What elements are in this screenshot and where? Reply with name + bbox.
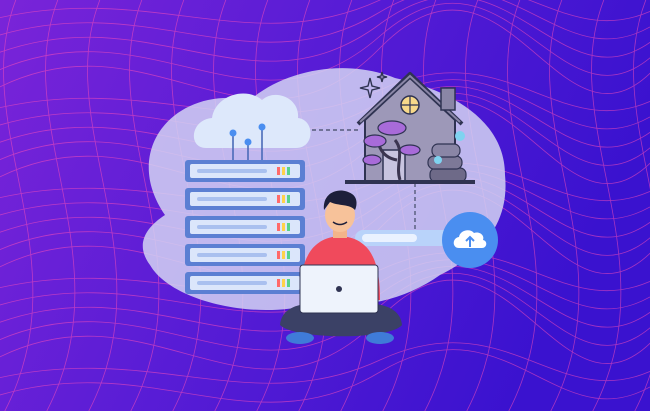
house-icon [345,72,475,184]
server-rack-icon [185,160,305,294]
person-with-laptop-icon [280,190,402,344]
bonsai-tree-icon [362,120,421,181]
cloud-icon [193,93,311,160]
upload-cloud-icon [355,212,498,268]
sparkle-icon [359,71,388,99]
